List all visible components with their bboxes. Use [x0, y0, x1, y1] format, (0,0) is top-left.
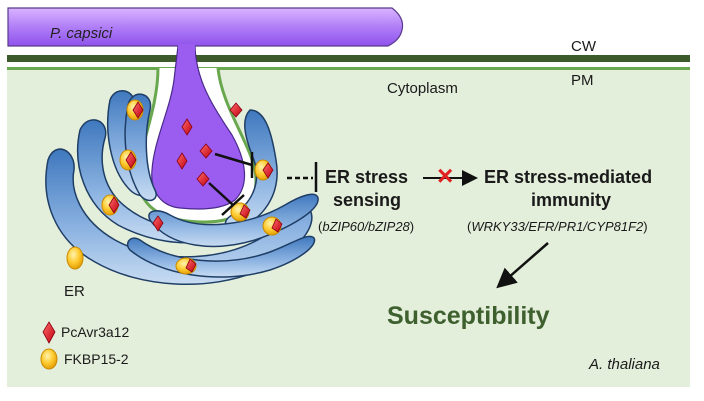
- sensing-genes: (bZIP60/bZIP28): [318, 219, 414, 234]
- effector-marker: [108, 196, 120, 214]
- effector-marker: [152, 215, 164, 232]
- immunity-genes: (WRKY33/EFR/PR1/CYP81F2): [467, 219, 648, 234]
- effector-marker: [185, 258, 197, 273]
- immunity-gene-list: WRKY33/EFR/PR1/CYP81F2: [471, 219, 644, 234]
- inhibition-line: [214, 152, 253, 167]
- haustorium: [151, 45, 246, 210]
- cell-wall-label: CW: [571, 38, 596, 55]
- inhibition-bar: [221, 194, 245, 216]
- fkbp-marker: [66, 246, 84, 270]
- cell-wall-line: [7, 55, 690, 62]
- sensing-title-line1: ER stress: [325, 167, 409, 187]
- er-cisterna: [126, 235, 316, 278]
- effector-marker: [125, 151, 137, 169]
- sensing-title-line2: sensing: [333, 190, 402, 210]
- effector-marker: [132, 101, 144, 119]
- paren-close: ): [409, 219, 415, 234]
- effector-marker: [176, 152, 188, 170]
- er-cisterna: [148, 193, 319, 248]
- legend-fkbp-icon: [40, 348, 58, 370]
- effector-marker: [181, 118, 193, 136]
- effector-marker: [239, 204, 251, 219]
- er-label: ER: [64, 283, 85, 300]
- pathogen-label: P. capsici: [50, 25, 113, 42]
- paren-open: (: [318, 219, 323, 234]
- haustorium-neck: [178, 44, 195, 70]
- plasma-membrane-line: [7, 67, 690, 70]
- immunity-title-line2: immunity: [531, 190, 612, 210]
- outcome-label: Susceptibility: [387, 302, 550, 330]
- effector-marker: [196, 171, 210, 187]
- legend-effector-icon: [42, 321, 56, 344]
- outcome-arrow: [496, 242, 549, 289]
- inhibition-line: [208, 182, 234, 206]
- host-label: A. thaliana: [589, 356, 660, 373]
- inhibition-lines: [208, 152, 254, 216]
- paren-close: ): [643, 219, 648, 234]
- plasma-membrane-label: PM: [571, 72, 594, 89]
- effector-marker: [229, 102, 243, 118]
- effector-marker: [199, 143, 213, 159]
- sensing-gene-list: bZIP60/bZIP28: [322, 219, 410, 234]
- paren-open: (: [467, 219, 472, 234]
- legend-effector-label: PcAvr3a12: [61, 324, 130, 340]
- blocked-marker: ×: [437, 160, 454, 191]
- pathogen-hypha: [7, 7, 404, 47]
- legend-fkbp-label: FKBP15-2: [64, 351, 129, 367]
- immunity-title-line1: ER stress-mediated: [484, 167, 653, 187]
- effector-marker: [271, 218, 283, 233]
- effector-proteins: [108, 101, 283, 273]
- effector-marker: [262, 162, 274, 179]
- cytoplasm-label: Cytoplasm: [387, 80, 458, 97]
